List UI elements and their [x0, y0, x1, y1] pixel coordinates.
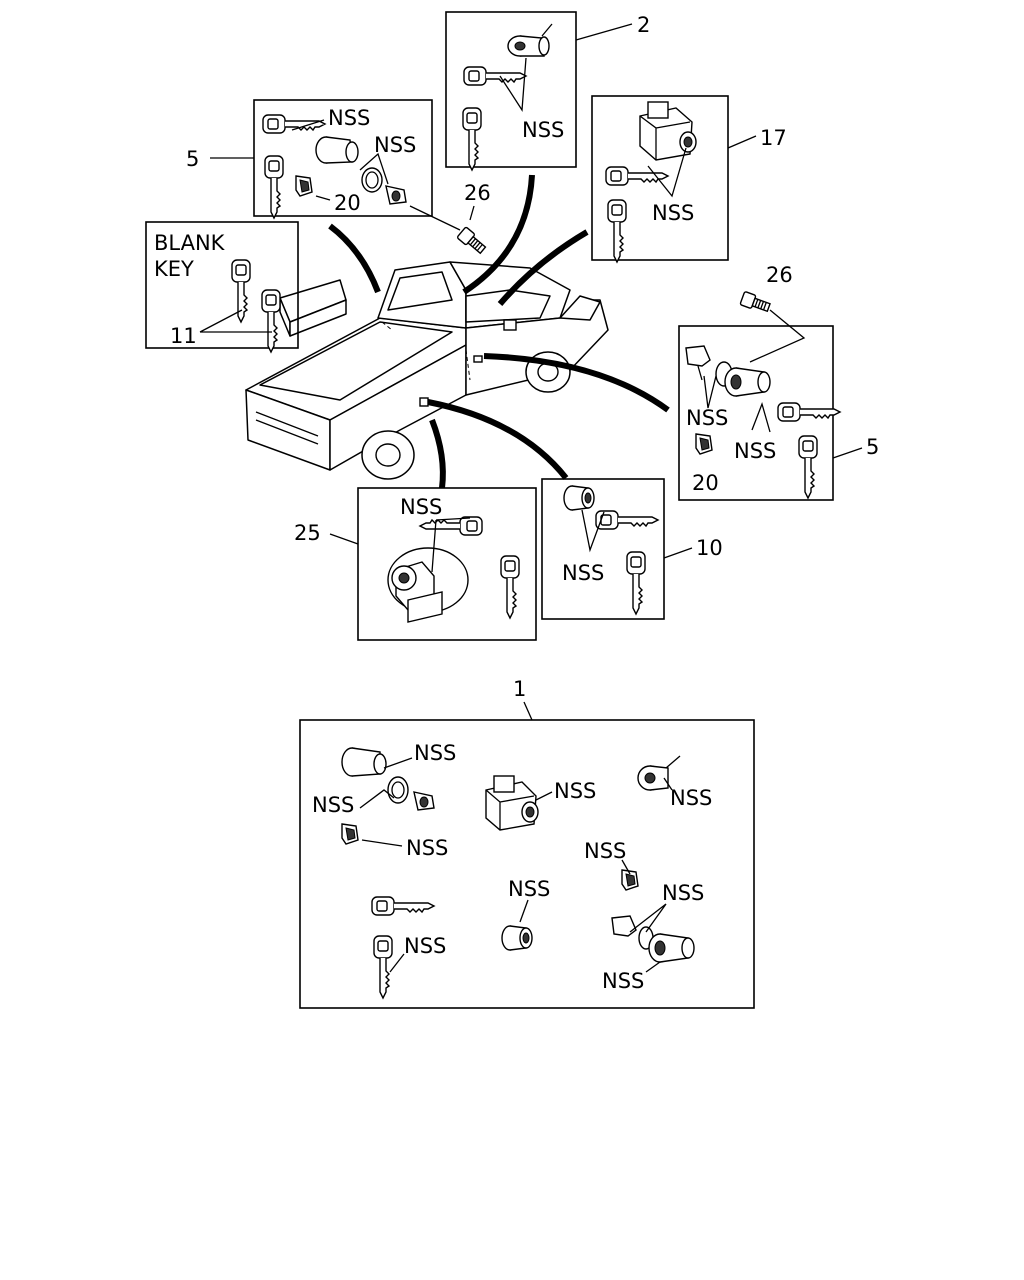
leader-arc-door-top [462, 174, 535, 295]
nss-label: NSS [404, 934, 446, 958]
part-group-5-door: NSS NSS 20 5 26 [678, 263, 879, 501]
pickup-truck-illustration [245, 261, 609, 480]
nss-label: NSS [554, 779, 596, 803]
callout-1: 1 [513, 677, 526, 701]
nss-label: NSS [652, 201, 694, 225]
nss-label: NSS [734, 439, 776, 463]
part-group-5-ignition: 20 NSS NSS 5 26 [186, 99, 491, 257]
nss-label: NSS [562, 561, 604, 585]
part-group-25-fuel-lid: NSS 25 [294, 487, 537, 641]
lock-cylinder-icon [648, 933, 695, 963]
part-group-17-tailgate: NSS 17 [591, 95, 787, 263]
callout-10: 10 [696, 536, 723, 560]
callout-5-left: 5 [186, 147, 199, 171]
nss-label: NSS [602, 969, 644, 993]
key-icon [777, 402, 841, 422]
nss-label: NSS [662, 881, 704, 905]
clip-icon [295, 175, 313, 197]
key-icon [262, 114, 326, 134]
nss-label: NSS [522, 118, 564, 142]
bolt-icon [739, 290, 772, 315]
nss-label: NSS [374, 133, 416, 157]
part-group-10-glovebox: NSS 10 [541, 478, 723, 620]
key-icon [605, 166, 669, 186]
nss-label: NSS [400, 495, 442, 519]
callout-5-right: 5 [866, 435, 879, 459]
key-icon [500, 555, 520, 619]
blank-key-line2: KEY [154, 257, 194, 281]
part-group-2: NSS 2 [445, 11, 650, 171]
key-icon [595, 510, 659, 530]
nss-label: NSS [406, 836, 448, 860]
nss-label: NSS [584, 839, 626, 863]
key-icon [626, 551, 646, 615]
callout-25: 25 [294, 521, 321, 545]
callout-26-left: 26 [464, 181, 491, 205]
key-icon [462, 107, 482, 171]
callout-2: 2 [637, 13, 650, 37]
nss-label: NSS [508, 877, 550, 901]
nss-label: NSS [328, 106, 370, 130]
callout-20: 20 [334, 191, 361, 215]
blank-key-line1: BLANK [154, 231, 226, 255]
callout-17: 17 [760, 126, 787, 150]
callout-26-right: 26 [766, 263, 793, 287]
lock-cylinder-icon [724, 367, 771, 397]
nss-label: NSS [414, 741, 456, 765]
leader-arc-glovebox [427, 399, 569, 480]
leader-arc-tailgate [497, 229, 589, 306]
leader-arc-right-door [483, 353, 670, 413]
key-icon [798, 435, 818, 499]
clip-icon [341, 823, 359, 845]
leader-arc-fuel [429, 418, 446, 489]
key-icon [231, 259, 251, 323]
clip-icon [695, 433, 713, 455]
key-icon [463, 66, 527, 86]
key-icon [261, 289, 281, 353]
leader-arc-ignition [328, 223, 381, 294]
part-group-1-lock-set: 1 NSS NSS NSS NSS [299, 677, 755, 1009]
nss-label: NSS [686, 406, 728, 430]
key-icon [607, 199, 627, 263]
nss-label: NSS [312, 793, 354, 817]
callout-11: 11 [170, 324, 197, 348]
key-icon [371, 896, 435, 916]
key-icon [373, 935, 393, 999]
part-group-11-blank-key: BLANK KEY 11 [145, 221, 299, 353]
callout-20-right: 20 [692, 471, 719, 495]
key-icon [264, 155, 284, 219]
nss-label: NSS [670, 786, 712, 810]
bolt-icon [456, 226, 489, 257]
